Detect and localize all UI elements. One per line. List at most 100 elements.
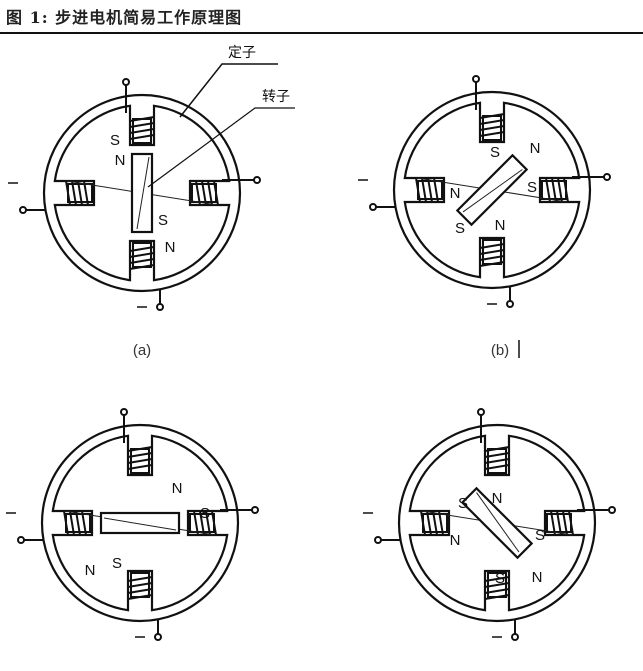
pole-label: S [455,220,465,237]
pole-label: N [495,217,506,234]
coil-winding [420,510,426,536]
stator-outer-ring [42,93,242,293]
coil-winding [479,261,505,267]
coil-winding [63,510,69,536]
terminal-dot [120,408,128,416]
coil-winding [129,128,155,134]
rotor-diagonal [136,156,150,230]
rotor-diagonal [103,517,177,531]
rotor-annotation: 转子 [262,89,290,105]
rotor-diagonal [462,169,523,213]
coil-winding [69,510,75,536]
rotor [455,153,529,227]
pole-label: S [458,495,468,512]
terminal-dot [608,506,616,514]
panel-caption: (a) [133,342,151,359]
coil-winding [83,180,89,206]
coil-icon [63,510,91,536]
coil-icon [420,510,448,536]
terminal-dot [122,78,130,86]
rotor-bar [460,486,534,560]
coil-icon [129,116,155,144]
stator-outer-ring [392,90,592,290]
coil-winding [484,458,510,464]
rotor-bar [130,152,154,234]
coil-winding [127,446,153,452]
coil-icon [479,113,505,141]
pole-label: N [85,562,96,579]
coil-winding [129,252,155,258]
coil-winding [75,510,81,536]
coil-winding [207,180,213,206]
coil-winding [484,594,510,600]
coil-winding [129,258,155,264]
coil-winding [129,116,155,122]
pole-label: N [530,140,541,157]
pole-label: S [527,179,537,196]
terminal-dot [374,536,382,544]
coil-winding [129,246,155,252]
stator-outer-ring [397,423,597,623]
coil-winding [484,446,510,452]
rotor [460,486,534,560]
coil-icon [415,177,443,203]
pole-label: N [450,185,461,202]
terminal-dot [156,303,164,311]
coil-winding [484,588,510,594]
pole-label: N [532,569,543,586]
coil-winding [484,582,510,588]
coil-winding [479,119,505,125]
stator-pole-contour [408,434,586,612]
coil-winding [127,464,153,470]
terminal-dot [19,206,27,214]
coil-winding [479,255,505,261]
coil-winding [421,177,427,203]
terminal-dot [17,536,25,544]
coil-winding [479,249,505,255]
coil-winding [195,180,201,206]
coil-winding [551,177,557,203]
rotor-leader-line [147,107,295,188]
coil-icon [127,446,153,474]
pole-label: N [172,480,183,497]
coil-winding [484,452,510,458]
coil-winding [432,510,438,536]
coil-icon [484,572,510,600]
pole-label: S [112,555,122,572]
coil-winding [211,510,217,536]
rotor-bar [455,153,529,227]
stator-pole-contour [53,104,231,282]
terminal-dot [511,633,519,641]
coil-winding [415,177,421,203]
coil-winding [433,177,439,203]
coil-winding [479,113,505,119]
coil-icon [479,239,505,267]
coil-winding [65,180,71,206]
coil-winding [484,464,510,470]
coil-winding [127,588,153,594]
coil-winding [556,510,562,536]
pole-label: S [158,212,168,229]
stator-pole-contour [403,101,581,279]
coil-winding [484,576,510,582]
stator-leader-line [179,63,278,118]
coil-winding [550,510,556,536]
coil-icon [484,446,510,474]
pole-label: S [535,527,545,544]
coil-winding [563,177,569,203]
coil-winding [127,576,153,582]
terminal-dot [477,408,485,416]
coil-winding [545,177,551,203]
coil-icon [541,177,569,203]
terminal-dot [472,75,480,83]
terminal-dot [154,633,162,641]
coil-winding [193,510,199,536]
coil-icon [189,510,217,536]
pole-label: N [165,239,176,256]
pole-label: S [495,570,505,587]
coil-winding [129,134,155,140]
